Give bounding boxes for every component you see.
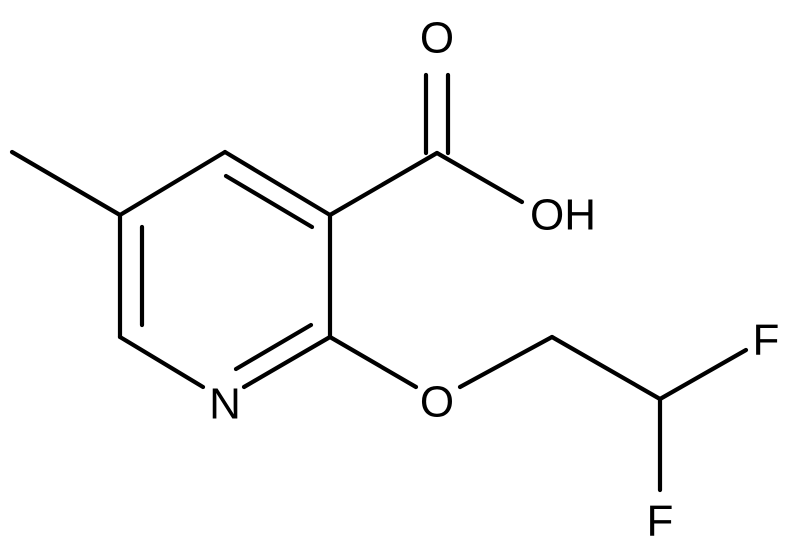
fluorine-1-label: F	[753, 316, 780, 365]
bond-ch2-chf2	[549, 334, 663, 402]
hydroxyl-label: OH	[530, 191, 596, 240]
carbonyl-oxygen-label: O	[420, 14, 454, 63]
bond-c6-c5	[117, 149, 228, 218]
difluoroethoxy-group	[327, 334, 749, 493]
bond-ring-ether-o	[327, 334, 419, 390]
bond-ring-carboxyl	[327, 150, 440, 218]
bond-c-f1	[657, 347, 749, 402]
pyridine-ring	[117, 149, 333, 390]
bond-ether-o-ch2	[457, 334, 555, 390]
bond-carboxyl-oh	[434, 150, 525, 205]
fluorine-2-label: F	[647, 497, 674, 546]
bond-n-c1	[117, 334, 206, 390]
ring-nitrogen-label: N	[209, 380, 241, 429]
ether-oxygen-label: O	[420, 378, 454, 427]
bond-c5-c4	[222, 149, 333, 218]
bond-c3-n	[241, 334, 333, 390]
bond-c3-n-inner	[233, 322, 314, 372]
bond-methyl	[9, 149, 123, 218]
carboxylic-acid-group	[327, 72, 525, 218]
bond-c5-c4-inner	[223, 173, 315, 230]
